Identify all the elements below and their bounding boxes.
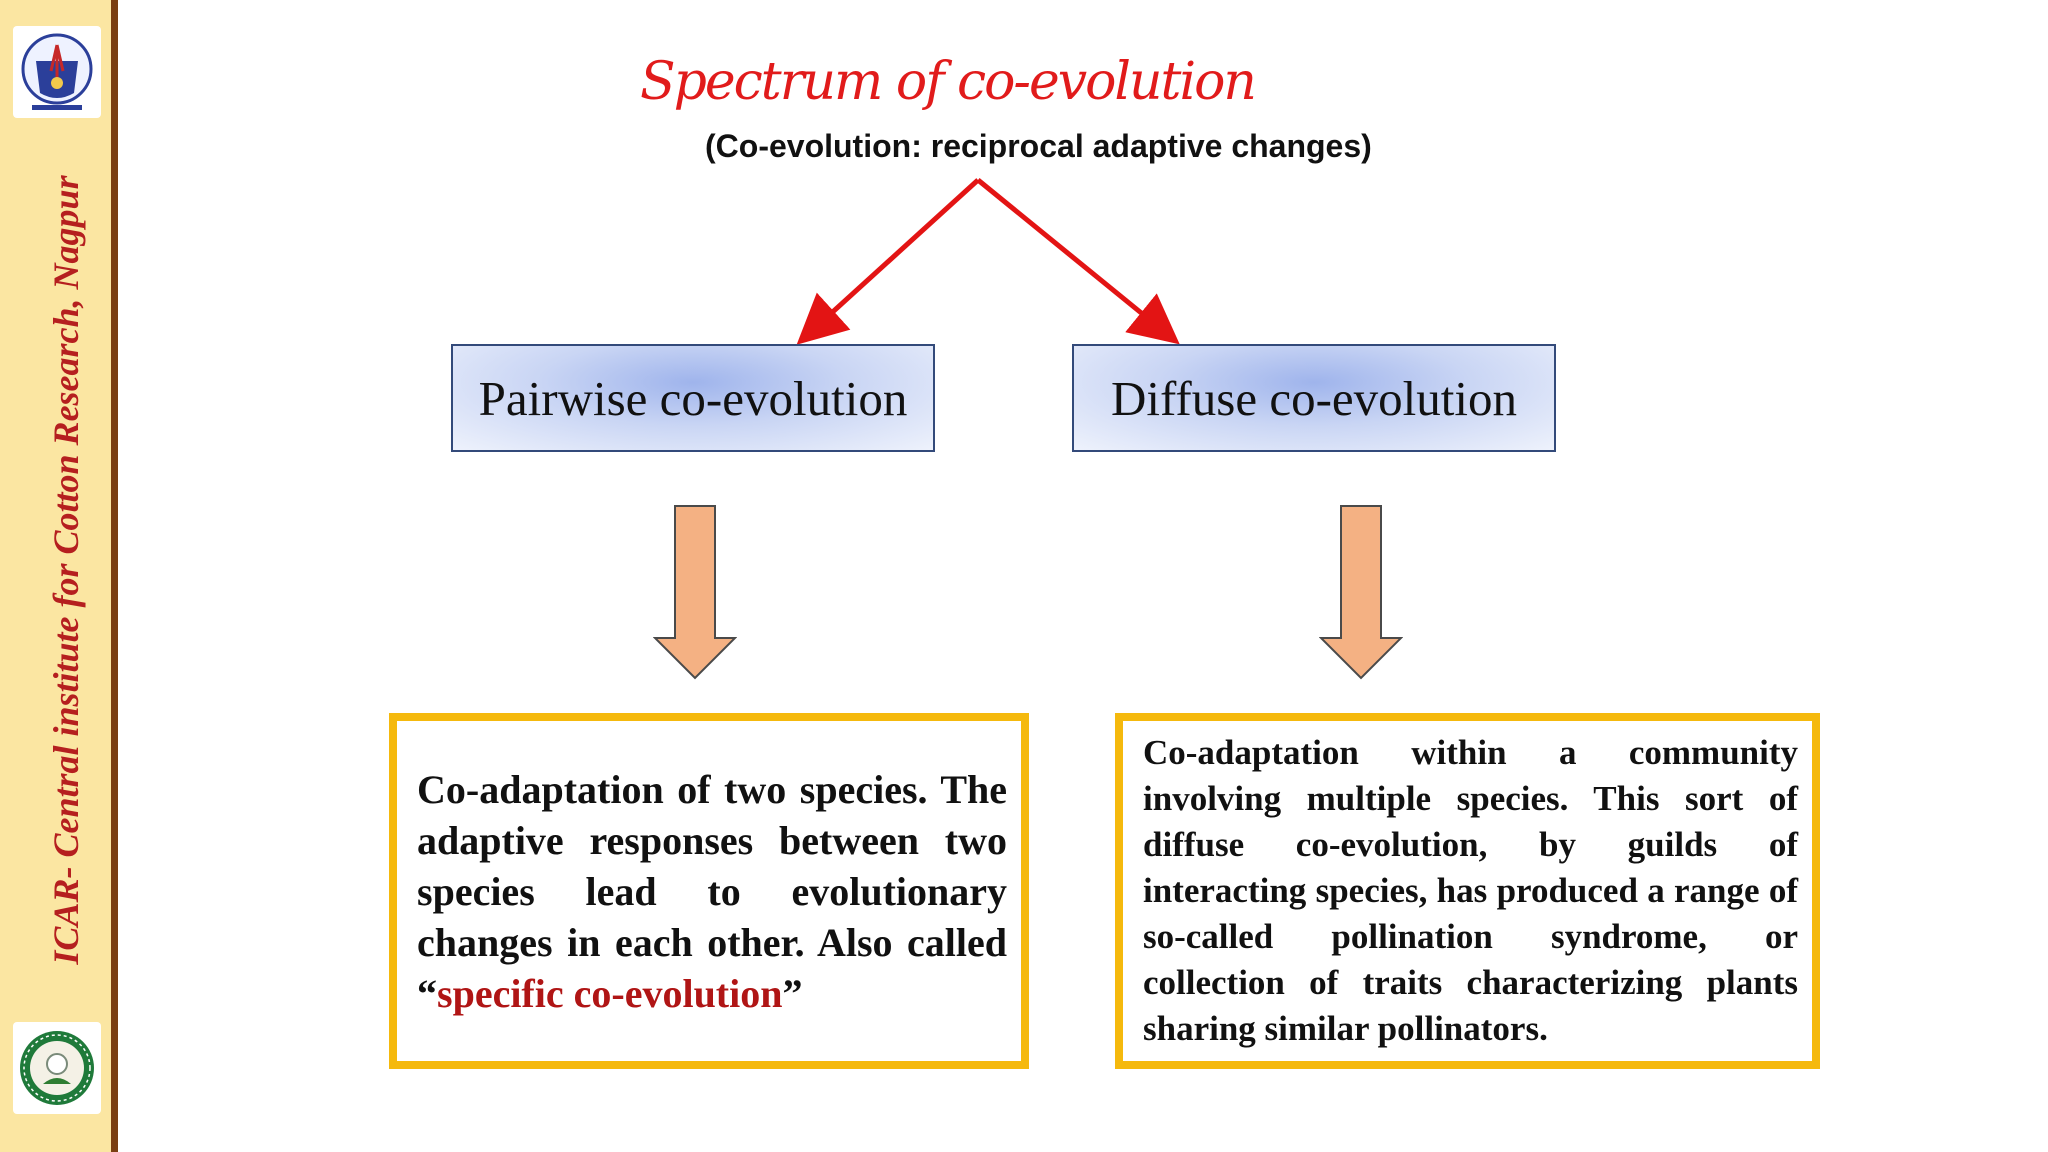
pairwise-description-box: Co-adaptation of two species. The adapti…	[389, 713, 1029, 1069]
down-arrow-icon	[1319, 505, 1403, 680]
institute-sidebar: ICAR- Central institute for Cotton Resea…	[0, 0, 118, 1152]
pairwise-description: Co-adaptation of two species. The adapti…	[417, 766, 1007, 1016]
icar-emblem-icon	[13, 26, 101, 118]
slide-title: Spectrum of co-evolution	[640, 52, 1257, 112]
pairwise-coevolution-label: Pairwise co-evolution	[478, 370, 908, 426]
specific-coevolution-highlight: specific co-evolution	[437, 970, 783, 1016]
down-arrow-icon	[653, 505, 737, 680]
arrow-to-diffuse	[976, 178, 1180, 345]
pairwise-coevolution-box: Pairwise co-evolution	[451, 344, 935, 452]
slide-subtitle: (Co-evolution: reciprocal adaptive chang…	[705, 128, 1372, 164]
arrow-to-pairwise	[796, 178, 980, 345]
diffuse-coevolution-label: Diffuse co-evolution	[1111, 370, 1517, 426]
diffuse-coevolution-box: Diffuse co-evolution	[1072, 344, 1556, 452]
diffuse-description: Co-adaptation within a community involvi…	[1143, 733, 1798, 1048]
diffuse-description-box: Co-adaptation within a community involvi…	[1115, 713, 1820, 1069]
cicr-emblem-icon	[13, 1022, 101, 1114]
